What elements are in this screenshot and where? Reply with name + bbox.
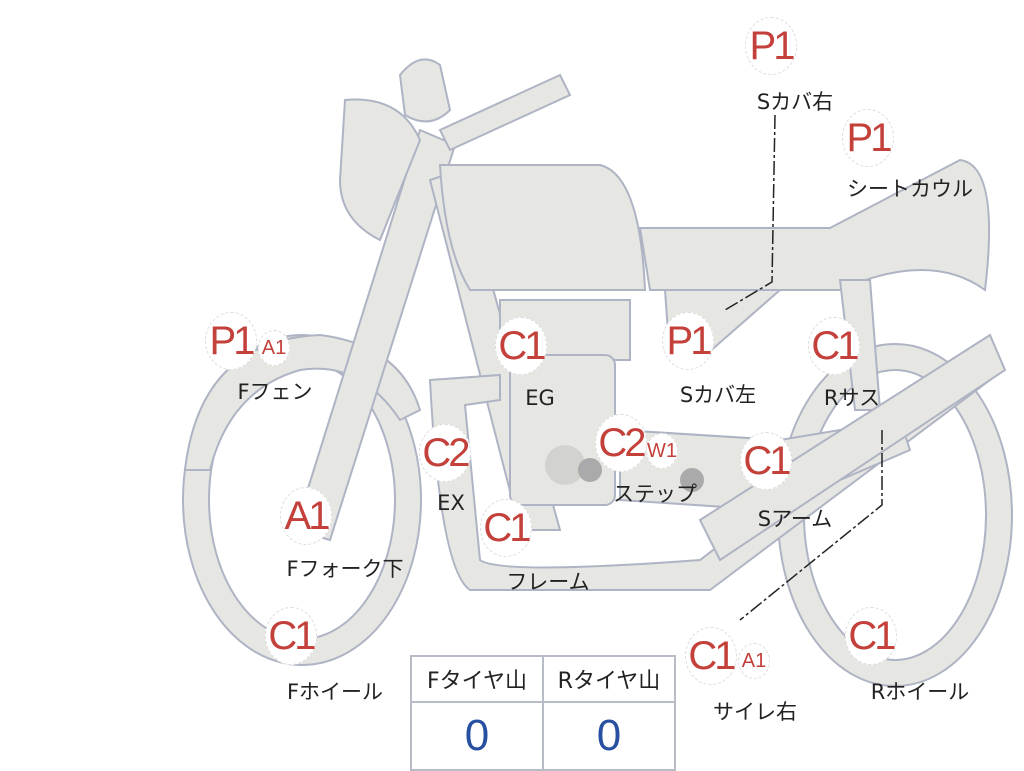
marker-label: シートカウル	[847, 177, 973, 201]
marker-code: C1	[480, 499, 532, 557]
marker-code: C1	[845, 607, 897, 665]
rear-tire-value[interactable]: 0	[542, 701, 676, 771]
marker-label: Fフェン	[237, 380, 313, 404]
front-fork	[293, 128, 457, 542]
marker-code: C1	[265, 607, 317, 665]
marker-code: P1	[205, 312, 257, 370]
marker-code: C1	[740, 432, 792, 490]
rear-tire-header: Rタイヤ山	[542, 655, 676, 703]
marker-code: C1	[685, 627, 737, 685]
marker-label: Rサス	[823, 386, 881, 410]
marker-label: Fフォーク下	[286, 557, 404, 581]
leader-line	[724, 114, 776, 311]
marker-sub: A1	[258, 330, 290, 366]
marker-code: C2	[595, 414, 647, 472]
marker-sub: A1	[738, 643, 770, 679]
marker-code: A1	[280, 487, 332, 545]
marker-sub: W1	[646, 433, 678, 469]
leader-line	[739, 430, 883, 621]
marker-label: Fホイール	[286, 680, 384, 704]
headlight	[338, 98, 422, 242]
marker-code: P1	[745, 17, 797, 75]
muffler	[698, 333, 1007, 562]
marker-code: P1	[842, 109, 894, 167]
seat	[638, 158, 991, 292]
marker-label: Sカバ右	[756, 90, 834, 114]
marker-label: ステップ	[613, 482, 697, 506]
marker-code: C1	[495, 317, 547, 375]
front-tire-value[interactable]: 0	[410, 701, 544, 771]
marker-code: C2	[419, 424, 471, 482]
marker-label: Rホイール	[870, 680, 970, 704]
marker-label: フレーム	[506, 570, 590, 594]
marker-code: C1	[808, 317, 860, 375]
marker-label: Sアーム	[757, 507, 833, 531]
front-tire-header: Fタイヤ山	[410, 655, 544, 703]
marker-label: サイレ右	[713, 700, 797, 724]
marker-label: EX	[437, 491, 465, 515]
marker-label: Sカバ左	[679, 383, 757, 407]
marker-label: EG	[525, 386, 555, 410]
fuel-tank	[438, 164, 647, 291]
marker-code: P1	[662, 312, 714, 370]
